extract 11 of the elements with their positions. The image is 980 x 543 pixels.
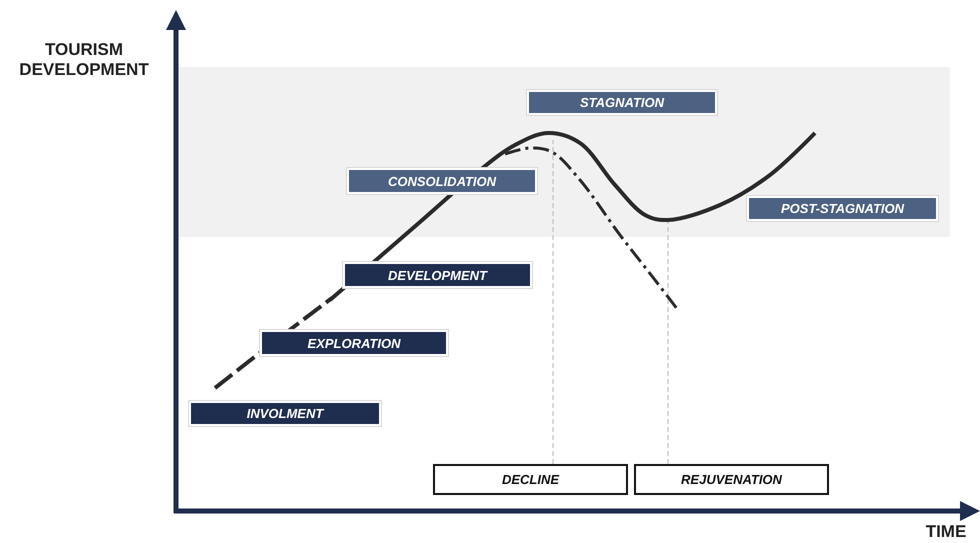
stage-label: INVOLMENT [189, 401, 381, 426]
stage-label: EXPLORATION [260, 330, 448, 356]
stage-label: STAGNATION [527, 90, 717, 115]
stage-label: POST-STAGNATION [747, 196, 938, 221]
phase-box: REJUVENATION [634, 464, 829, 495]
phase-box: DECLINE [433, 464, 628, 495]
leader-line [552, 140, 554, 464]
stage-label: DEVELOPMENT [343, 262, 532, 288]
axis-title: TOURISM DEVELOPMENT [18, 40, 150, 80]
axis-title: TIME [924, 522, 968, 542]
stage-label: CONSOLIDATION [347, 168, 537, 194]
